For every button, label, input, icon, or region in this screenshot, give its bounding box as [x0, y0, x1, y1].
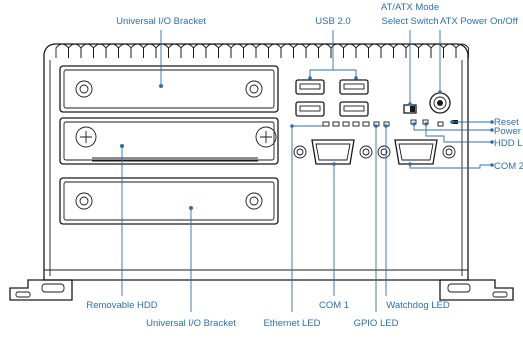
heatsink-fin: [405, 43, 419, 58]
heatsink-fin: [230, 43, 244, 58]
label-removable-hdd: Removable HDD: [86, 300, 157, 311]
heatsink-fin: [205, 43, 219, 58]
heatsink-fin: [180, 43, 194, 58]
heatsink-fin: [68, 43, 82, 58]
label-power: Power: [494, 126, 521, 137]
label-com1: COM 1: [319, 300, 349, 311]
heatsink-fin: [443, 43, 457, 58]
heatsink-fin: [418, 43, 432, 58]
heatsink-fin: [143, 43, 157, 58]
label-reset: Reset: [494, 117, 519, 128]
atx-mode-switch: [403, 104, 417, 114]
heatsink-fin: [318, 43, 332, 58]
heatsink-fin: [268, 43, 282, 58]
left-foot: [9, 279, 73, 301]
heatsink-fin: [343, 43, 357, 58]
heatsink-fin: [280, 43, 294, 58]
heatsink-fin: [118, 43, 132, 58]
label-hdd: HDD L: [494, 138, 523, 149]
heatsink-fin: [105, 43, 119, 58]
heatsink-fin: [93, 43, 107, 58]
com2-port: [377, 139, 456, 165]
removable-hdd-tray: [59, 117, 279, 165]
com1-port: [293, 139, 373, 165]
label-watchdog-led: Watchdog LED: [386, 300, 450, 311]
label-universal-io-bracket-bottom: Universal I/O Bracket: [146, 318, 236, 329]
atx-power-button: [429, 92, 451, 114]
heatsink-fin: [55, 43, 69, 58]
label-com2: COM 2: [494, 161, 523, 172]
chassis-outline: [43, 54, 469, 281]
heatsink-fins: [43, 43, 469, 58]
heatsink-fin: [380, 43, 394, 58]
heatsink-fin: [355, 43, 369, 58]
right-foot: [439, 279, 514, 301]
heatsink-fin: [130, 43, 144, 58]
chassis-top-edge: [43, 43, 469, 55]
label-atx-mode-line2: Select Switch: [381, 16, 438, 27]
heatsink-fin: [80, 43, 94, 58]
label-atx-mode-line1: AT/ATX Mode: [381, 2, 439, 13]
universal-io-bracket-bottom: [59, 177, 279, 225]
heatsink-fin: [305, 43, 319, 58]
label-ethernet-led: Ethernet LED: [263, 318, 320, 329]
heatsink-fin: [368, 43, 382, 58]
label-usb: USB 2.0: [315, 16, 350, 27]
universal-io-bracket-top: [59, 65, 279, 113]
heatsink-fin: [155, 43, 169, 58]
label-gpio-led: GPIO LED: [354, 318, 399, 329]
heatsink-fin: [243, 43, 257, 58]
heatsink-fin: [455, 43, 469, 58]
label-universal-io-bracket-top: Universal I/O Bracket: [116, 16, 206, 27]
heatsink-fin: [293, 43, 307, 58]
heatsink-fin: [193, 43, 207, 58]
usb-ports: [295, 79, 369, 117]
heatsink-fin: [218, 43, 232, 58]
heatsink-fin: [393, 43, 407, 58]
label-atx-power: ATX Power On/Off: [440, 16, 518, 27]
heatsink-fin: [168, 43, 182, 58]
led-row: [322, 121, 390, 127]
callouts: [120, 30, 494, 312]
heatsink-fin: [255, 43, 269, 58]
heatsink-fin: [430, 43, 444, 58]
